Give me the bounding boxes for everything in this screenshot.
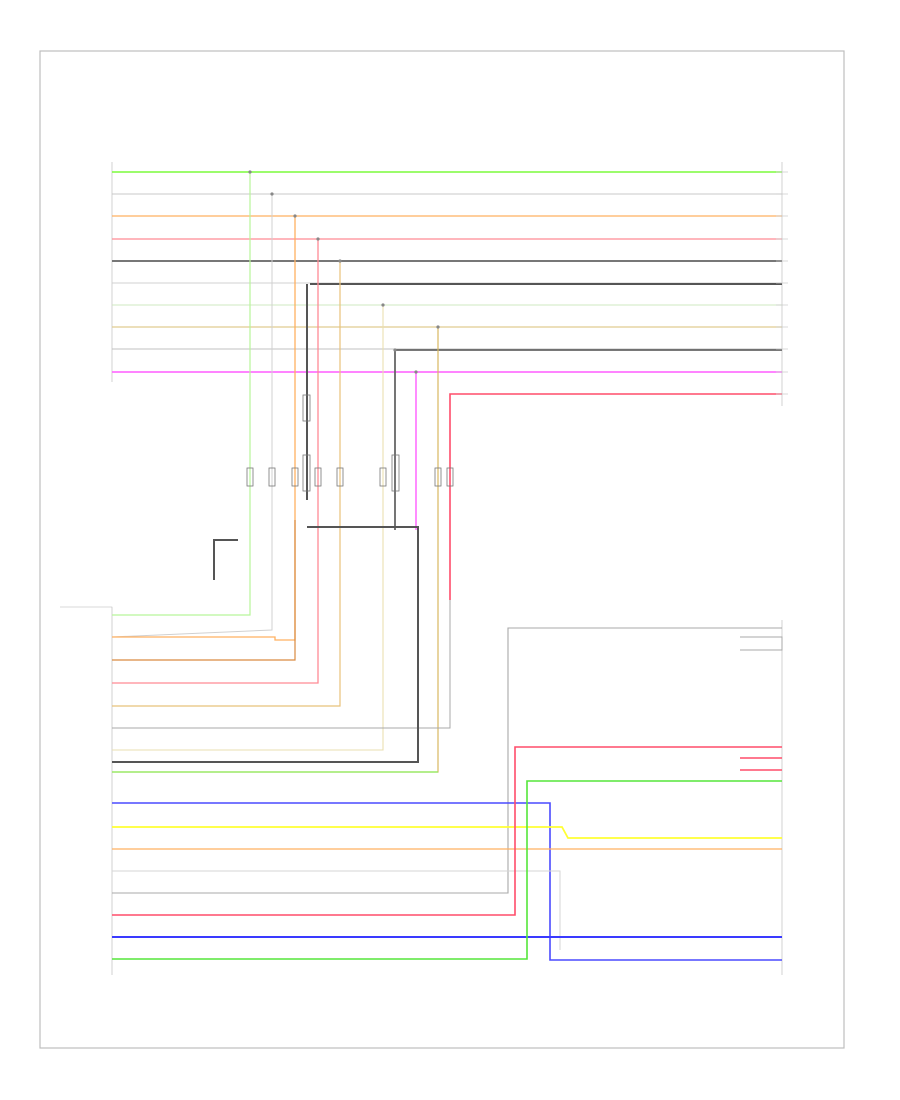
wire-blue-bottom — [112, 802, 782, 961]
pin-ticks-right — [776, 171, 788, 395]
wire-shield-bracket — [213, 539, 238, 580]
wire-gray-pair — [740, 636, 783, 651]
inline-connector — [336, 467, 344, 487]
splice-dot — [338, 259, 342, 263]
wire-gray-bottom — [112, 627, 782, 894]
inline-connector — [379, 467, 387, 487]
wire-tan-drop — [112, 327, 439, 773]
splice-dot — [381, 303, 385, 307]
wire-gray-drop — [111, 194, 273, 638]
splice-dot — [414, 370, 418, 374]
inline-connector — [314, 467, 322, 487]
splice-dot — [248, 170, 252, 174]
inline-connector — [391, 454, 400, 492]
wire-green-bottom — [112, 780, 782, 960]
wire-darkgray-drop — [112, 261, 341, 707]
wire-pink-drop — [112, 239, 319, 684]
inline-connector — [434, 467, 442, 487]
inline-connector — [291, 467, 299, 487]
wire-group — [111, 171, 783, 961]
wire-orange2-drop — [112, 520, 296, 661]
wire-light-bottom — [112, 870, 561, 950]
splice-dot — [436, 325, 440, 329]
inline-connector — [446, 467, 454, 487]
splice-dot — [393, 348, 397, 352]
bottom-left-connector-outline — [60, 606, 113, 975]
diagram-frame — [39, 50, 845, 1049]
wire-green-drop — [112, 172, 251, 616]
wire-shield-bus — [112, 526, 419, 763]
wire-red-bottom — [112, 746, 782, 916]
inline-connector — [268, 467, 276, 487]
inline-connector — [246, 467, 254, 487]
inline-connector — [302, 394, 311, 422]
wire-lightgray-drop — [112, 305, 384, 751]
splice-dot — [293, 214, 297, 218]
inline-connector — [302, 454, 311, 492]
wire-red-top — [449, 393, 782, 600]
splice-markers — [248, 170, 440, 374]
wire-orange-drop — [112, 216, 296, 641]
splice-dot — [270, 192, 274, 196]
wire-yellow-bottom — [112, 826, 782, 839]
inline-connectors — [246, 394, 454, 492]
splice-dot — [316, 237, 320, 241]
wire-gray-return — [112, 600, 451, 729]
